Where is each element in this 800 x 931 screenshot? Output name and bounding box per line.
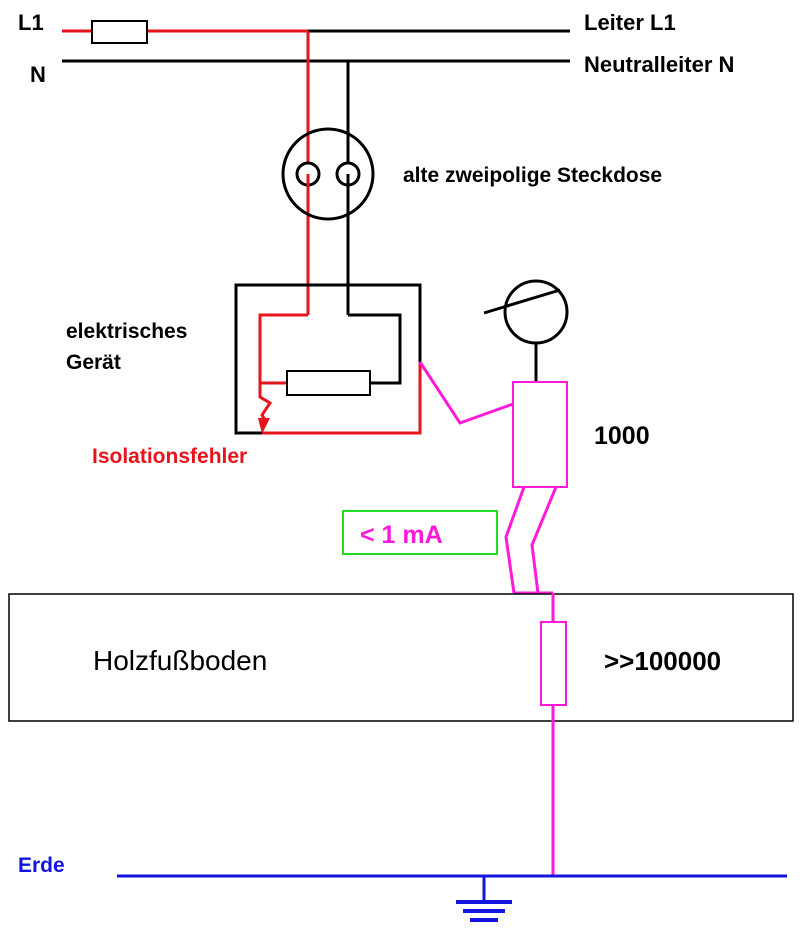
socket-outline [281,127,375,221]
floor-resistor [540,621,567,706]
label-geraet-1: elektrisches [66,320,187,343]
label-leiter-l1: Leiter L1 [584,10,676,35]
fuse-symbol [91,20,148,44]
label-geraet-2: Gerät [66,351,121,374]
appliance-housing-energized [262,362,422,435]
fault-arrow-head [258,418,270,434]
person-arm [418,361,514,425]
label-isolationsfehler: Isolationsfehler [92,445,247,468]
label-steckdose: alte zweipolige Steckdose [403,164,662,187]
appliance-heating-element [286,370,371,396]
person-cap-brim [483,288,561,315]
wooden-floor [8,593,794,722]
label-earth: Erde [18,854,65,877]
person-body-resistor [512,381,568,488]
label-neutralleiter: Neutralleiter N [584,52,734,77]
person-leg-left [504,486,526,594]
label-floor-resistance: >>100000 [604,646,721,676]
appliance-neutral-internal [348,313,402,385]
label-current: < 1 mA [360,521,443,549]
fault-lightning-icon [258,383,273,423]
person-leg-right [530,486,558,594]
appliance-phase-internal [258,313,308,385]
current-box [342,510,498,555]
label-l1: L1 [18,10,44,35]
label-n: N [30,62,46,87]
label-body-resistance: 1000 [594,422,650,450]
appliance-housing [234,283,422,435]
label-floor: Holzfußboden [93,645,267,676]
